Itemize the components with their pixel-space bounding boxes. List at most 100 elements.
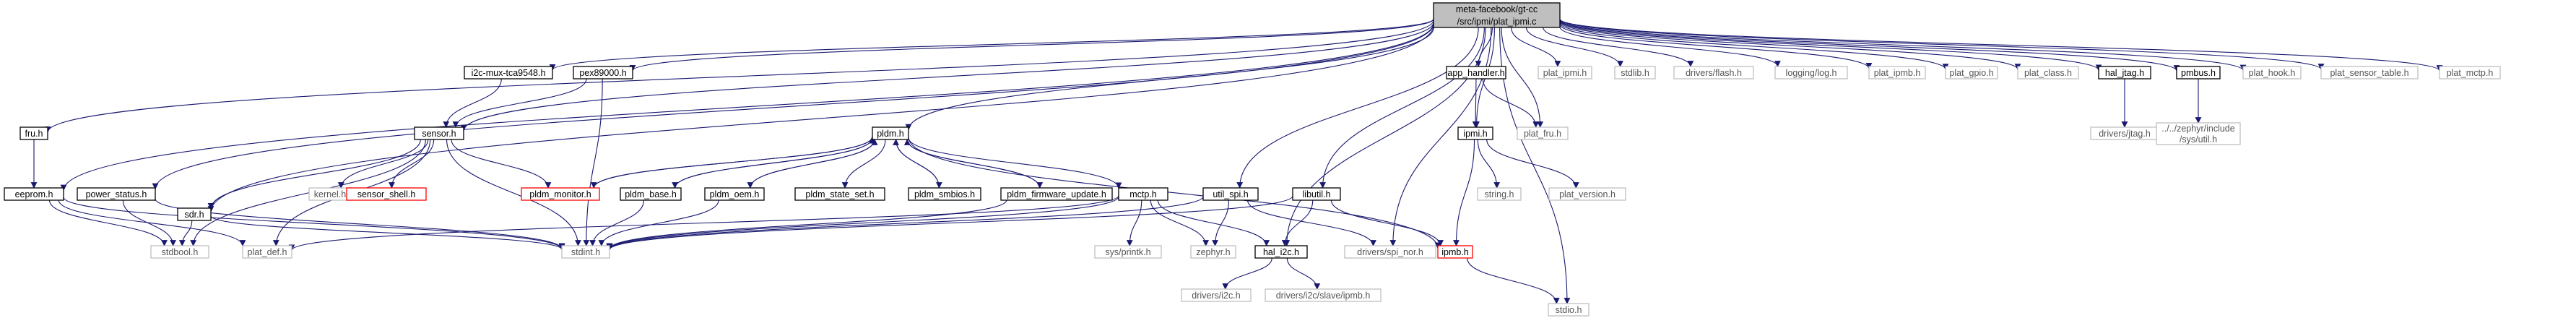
node-pldmmonitor[interactable]: pldm_monitor.h bbox=[521, 187, 600, 201]
node-pmbus[interactable]: pmbus.h bbox=[2176, 66, 2221, 80]
node-label: fru.h bbox=[25, 129, 43, 139]
edge-pex-to-stdint bbox=[583, 78, 603, 246]
node-label: sensor_shell.h bbox=[357, 189, 416, 199]
node-i2cslave: drivers/i2c/slave/ipmb.h bbox=[1265, 288, 1382, 302]
node-label: plat_sensor_table.h bbox=[2330, 68, 2408, 78]
node-hali2c[interactable]: hal_i2c.h bbox=[1254, 245, 1308, 259]
node-mctp[interactable]: mctp.h bbox=[1118, 187, 1168, 201]
edge-line bbox=[1246, 199, 1376, 246]
node-kernel: kernel.h bbox=[308, 187, 352, 201]
edge-root-to-stdlib bbox=[1525, 27, 1623, 67]
node-apphandler[interactable]: app_handler.h bbox=[1446, 66, 1506, 80]
node-libutil[interactable]: libutil.h bbox=[1292, 187, 1341, 201]
edge-layer bbox=[30, 18, 2443, 304]
edge-root-to-sdr bbox=[207, 25, 1434, 212]
edge-root-to-i2cmux bbox=[549, 18, 1434, 71]
edge-root-to-powerstatus bbox=[152, 23, 1434, 190]
node-box bbox=[4, 187, 64, 201]
node-stdio: stdio.h bbox=[1548, 303, 1590, 317]
edge-utilspi-to-stdint bbox=[606, 196, 1204, 251]
node-label: plat_def.h bbox=[248, 247, 287, 257]
node-platgpio: plat_gpio.h bbox=[1945, 66, 1998, 80]
node-box bbox=[1344, 245, 1436, 259]
node-haljtag[interactable]: hal_jtag.h bbox=[2098, 66, 2151, 80]
edge-apphandler-to-ipmi bbox=[1472, 78, 1479, 128]
edge-ipmi-to-platversion bbox=[1486, 139, 1579, 189]
edge-line bbox=[1477, 139, 1501, 189]
node-label: plat_hook.h bbox=[2249, 68, 2296, 78]
node-pldmsmbios[interactable]: pldm_smbios.h bbox=[908, 187, 981, 201]
edge-line bbox=[1543, 27, 1694, 67]
node-label: stdint.h bbox=[571, 247, 600, 257]
node-label: pldm_base.h bbox=[625, 189, 677, 199]
node-platclass: plat_class.h bbox=[2017, 66, 2079, 80]
node-pldmbase[interactable]: pldm_base.h bbox=[620, 187, 682, 201]
edge-sensor-to-sdr bbox=[207, 139, 421, 210]
edge-pldmfw-to-stdint bbox=[606, 199, 1007, 250]
edge-i2cmux-to-sensor bbox=[443, 78, 502, 128]
node-label: mctp.h bbox=[1129, 189, 1157, 199]
edge-root-to-plathook bbox=[1559, 20, 2247, 72]
node-label: plat_version.h bbox=[1559, 189, 1616, 199]
node-box bbox=[1202, 187, 1259, 201]
node-box bbox=[1000, 187, 1113, 201]
node-box bbox=[908, 187, 981, 201]
node-pldmstateset[interactable]: pldm_state_set.h bbox=[794, 187, 885, 201]
node-sdr[interactable]: sdr.h bbox=[177, 207, 212, 221]
node-pldmfw[interactable]: pldm_firmware_update.h bbox=[1000, 187, 1113, 201]
edge-pldm-to-pldmstateset bbox=[841, 139, 886, 189]
edge-line bbox=[58, 199, 246, 246]
node-label: plat_fru.h bbox=[1524, 129, 1561, 139]
node-label: pldm_monitor.h bbox=[529, 189, 591, 199]
node-box bbox=[561, 245, 610, 259]
edge-line bbox=[1559, 24, 1873, 69]
node-label: drivers/i2c.h bbox=[1192, 291, 1240, 301]
node-ipmi[interactable]: ipmi.h bbox=[1457, 126, 1493, 140]
node-fru[interactable]: fru.h bbox=[19, 126, 48, 140]
node-eeprom[interactable]: eeprom.h bbox=[4, 187, 64, 201]
edge-hali2c-to-drvi2c bbox=[1222, 257, 1272, 290]
edge-line bbox=[606, 196, 1119, 250]
node-i2cmux[interactable]: i2c-mux-tca9548.h bbox=[464, 66, 553, 80]
node-pex[interactable]: pex89000.h bbox=[573, 66, 633, 80]
edge-mctp-to-hali2c bbox=[1157, 199, 1270, 246]
node-platversion: plat_version.h bbox=[1548, 187, 1626, 201]
node-ipmb[interactable]: ipmb.h bbox=[1437, 245, 1473, 259]
node-sensor[interactable]: sensor.h bbox=[414, 126, 464, 140]
edge-line bbox=[1472, 78, 1479, 128]
edge-powerstatus-to-stdint bbox=[155, 198, 565, 250]
edge-root-to-pmbus bbox=[1559, 20, 2180, 72]
edge-line bbox=[1330, 199, 1444, 246]
edge-apphandler-to-platfru bbox=[1482, 78, 1540, 128]
edge-line bbox=[606, 195, 1293, 251]
node-label: libutil.h bbox=[1303, 189, 1331, 199]
node-powerstatus[interactable]: power_status.h bbox=[77, 187, 156, 201]
node-label: sensor.h bbox=[422, 129, 456, 139]
edge-line bbox=[288, 195, 1119, 252]
edge-line bbox=[207, 25, 1434, 212]
node-label: eeprom.h bbox=[15, 189, 53, 199]
node-label: sdr.h bbox=[184, 210, 204, 220]
edge-line bbox=[1283, 27, 1486, 246]
edge-line bbox=[443, 78, 502, 128]
edge-line bbox=[1467, 257, 1560, 304]
node-root[interactable]: meta-facebook/gt-cc/src/ipmi/plat_ipmi.c bbox=[1433, 2, 1561, 28]
node-box bbox=[2017, 66, 2079, 80]
node-label: pldm_firmware_update.h bbox=[1007, 189, 1106, 199]
edge-root-to-platmctp bbox=[1559, 18, 2443, 72]
node-box bbox=[2098, 66, 2151, 80]
node-pldm[interactable]: pldm.h bbox=[872, 126, 909, 140]
node-box bbox=[1190, 245, 1236, 259]
node-pldmoem[interactable]: pldm_oem.h bbox=[704, 187, 765, 201]
edge-mctp-to-platdef bbox=[288, 195, 1119, 252]
edge-line bbox=[675, 137, 876, 189]
node-label: stdbool.h bbox=[162, 247, 199, 257]
edge-line bbox=[1482, 78, 1540, 128]
edge-line bbox=[1559, 19, 2325, 70]
node-utilspi[interactable]: util_spi.h bbox=[1202, 187, 1259, 201]
edge-root-to-hali2c bbox=[1283, 27, 1486, 246]
node-label: util_spi.h bbox=[1213, 189, 1248, 199]
node-sensorshell[interactable]: sensor_shell.h bbox=[346, 187, 427, 201]
edge-pldmsmbios-to-pldm bbox=[893, 139, 940, 189]
node-plathook: plat_hook.h bbox=[2242, 66, 2302, 80]
